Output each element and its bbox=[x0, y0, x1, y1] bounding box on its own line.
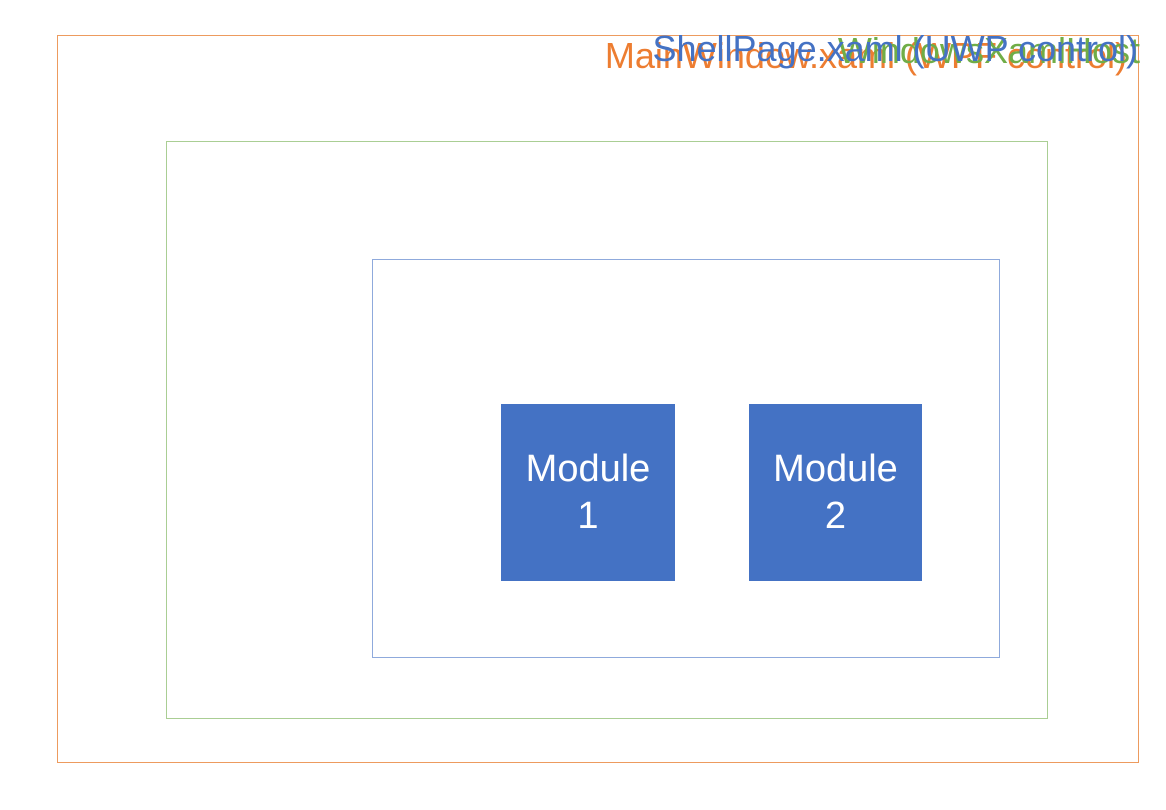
layer-label-windowsxamlhost: WindowsXamlHost bbox=[837, 30, 1140, 71]
layer-windowsxamlhost bbox=[166, 141, 1048, 719]
layer-label-shellpage-xaml: ShellPage.xaml (UWP control) bbox=[652, 28, 1138, 69]
module-label-1: Module 1 bbox=[525, 448, 651, 537]
layer-shellpage-xaml bbox=[372, 259, 1000, 658]
module-label-2: Module 2 bbox=[773, 448, 898, 537]
module-box-1: Module 1 bbox=[501, 404, 675, 581]
layer-label-mainwindow-xaml: MainWindow.xaml (WPF control) bbox=[604, 35, 1127, 76]
layer-mainwindow-xaml bbox=[57, 35, 1139, 763]
module-box-2: Module 2 bbox=[749, 404, 922, 581]
